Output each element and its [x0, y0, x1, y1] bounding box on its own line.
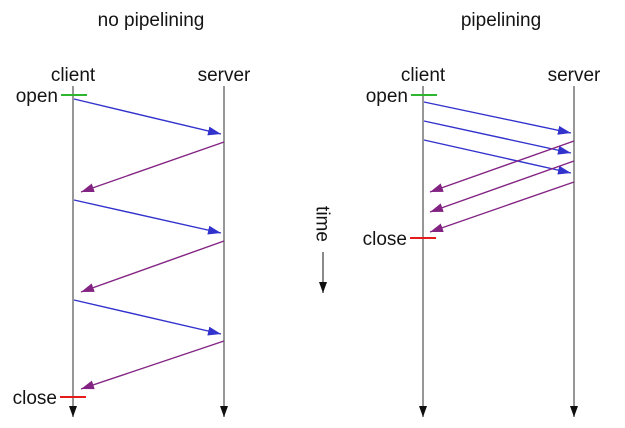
no-pipelining-response-2 — [80, 240, 225, 293]
no-pipelining-request-2 — [73, 199, 222, 235]
no-pipelining-response-1 — [80, 141, 225, 193]
pipelining-request-3 — [423, 139, 572, 175]
pipelining-response-3 — [429, 181, 575, 233]
no-pipelining-request-1 — [73, 98, 222, 136]
pipelining-client-label: client — [401, 65, 446, 86]
no-pipelining-request-3 — [73, 299, 222, 336]
pipelining-response-2 — [429, 160, 575, 213]
pipelining-close-label: close — [363, 229, 407, 250]
no-pipelining-server-label: server — [198, 65, 251, 86]
lines-layer — [60, 86, 578, 417]
pipelining-request-1 — [423, 101, 572, 135]
pipelining-request-2 — [423, 120, 572, 155]
time-axis-label: time — [312, 206, 333, 242]
diagram-title-no-pipelining: no pipelining — [98, 10, 205, 31]
no-pipelining-response-3 — [80, 340, 225, 390]
pipelining-server-label: server — [548, 65, 601, 86]
pipelining-open-label: open — [366, 86, 408, 107]
no-pipelining-close-label: close — [13, 388, 57, 409]
diagram-title-pipelining: pipelining — [461, 10, 541, 31]
no-pipelining-client-label: client — [51, 65, 96, 86]
no-pipelining-open-label: open — [16, 86, 58, 107]
pipelining-response-1 — [429, 140, 575, 193]
